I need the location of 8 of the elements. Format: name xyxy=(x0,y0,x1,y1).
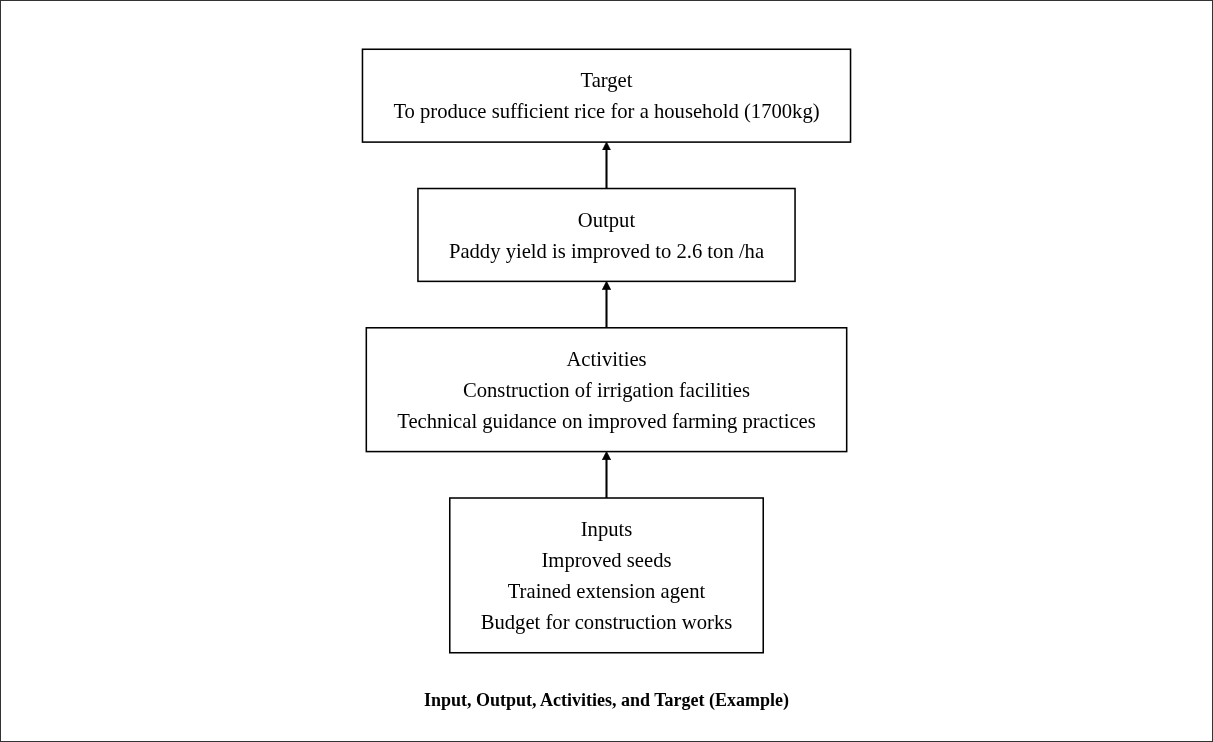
node-box: Target To produce sufficient rice for a household (1700kg) xyxy=(361,47,852,143)
arrow xyxy=(601,280,612,328)
caption: Input, Output, Activities, and Target (Example) xyxy=(423,690,789,711)
node-box: Inputs Improved seeds Trained extension agent Budget for construction works xyxy=(449,496,764,654)
node-box: Activities Construction of irrigation facilities Technical guidance on improved farming practices xyxy=(365,326,848,452)
node-box: Output Paddy yield is improved to 2.6 ton /ha xyxy=(417,187,796,282)
arrow xyxy=(601,450,612,498)
arrow xyxy=(601,141,612,188)
